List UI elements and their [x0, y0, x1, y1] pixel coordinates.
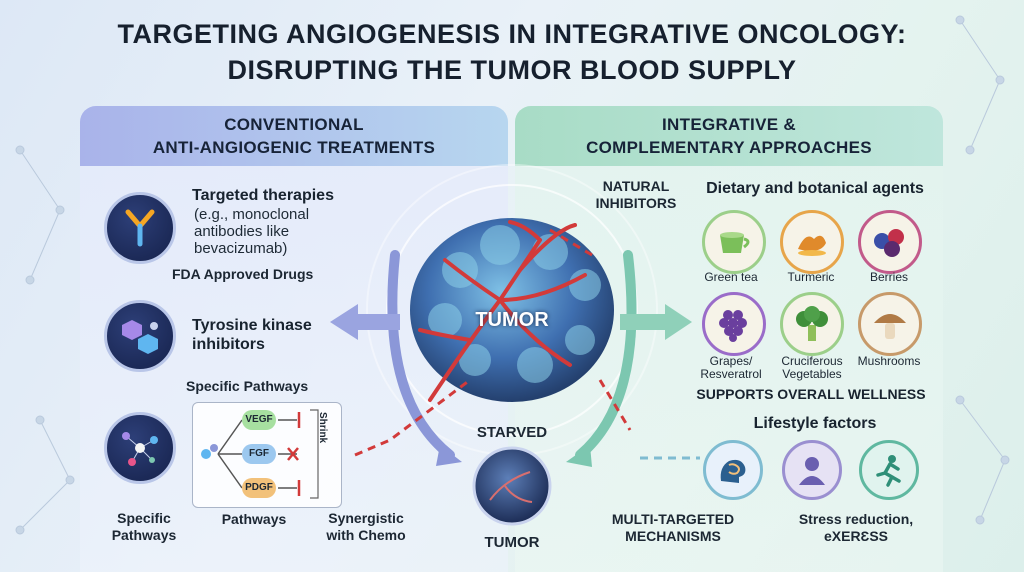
runner-icon	[859, 440, 919, 500]
dietary-title: Dietary and botanical agents	[706, 180, 924, 197]
pathway-connectors	[201, 409, 319, 499]
wellness-caption: SUPPORTS OVERALL WELLNESS	[696, 386, 926, 402]
multi-targeted-line1: MULTI-TARGETED	[611, 511, 735, 527]
pill-vegf: VEGF	[242, 410, 276, 430]
cruciferous-label-line2: Vegetables	[782, 367, 842, 381]
green-tea-label: Green tea	[704, 270, 758, 284]
fda-approved-caption: FDA Approved Drugs	[172, 266, 314, 282]
berries-icon	[858, 210, 922, 274]
targeted-detail-2: antibodies like	[194, 223, 290, 240]
natural-label-line1: NATURAL	[602, 178, 670, 194]
mushroom-icon	[858, 292, 922, 356]
mushrooms-label: Mushrooms	[857, 354, 921, 368]
lifestyle-title: Lifestyle factors	[753, 415, 877, 432]
tki-title-line1: Tyrosine kinase	[192, 317, 312, 334]
targeted-therapies-title: Targeted therapies	[192, 187, 334, 204]
grapes-icon	[702, 292, 766, 356]
grapes-label-line1: Grapes/	[709, 354, 753, 368]
network-icon	[104, 412, 176, 484]
targeted-detail-1: (e.g., monoclonal	[194, 206, 310, 223]
pill-pdgf: PDGF	[242, 478, 276, 498]
cruciferous-label-line1: Cruciferous	[781, 354, 843, 368]
molecule-icon	[104, 300, 176, 372]
berries-label: Berries	[869, 270, 908, 284]
starved-label: STARVED	[476, 424, 548, 441]
tki-title-line2: inhibitors	[192, 336, 265, 353]
stress-line2: eXERƐSS	[823, 528, 889, 544]
conventional-header-line2: ANTI-ANGIOGENIC TREATMENTS	[152, 138, 436, 157]
shrink-label: Shrink	[317, 412, 328, 444]
grapes-label-line2: Resveratrol	[700, 367, 762, 381]
green-tea-icon	[702, 210, 766, 274]
specific-pathways-caption: Specific Pathways	[186, 378, 309, 394]
page-title-line2: DISRUPTING THE TUMOR BLOOD SUPPLY	[227, 55, 797, 85]
antibody-icon	[104, 192, 176, 264]
pill-fgf: FGF	[242, 444, 276, 464]
turmeric-icon	[780, 210, 844, 274]
integrative-header-line1: INTEGRATIVE &	[662, 115, 796, 134]
turmeric-label: Turmeric	[787, 270, 835, 284]
bottom-pathways: Pathways	[221, 511, 287, 527]
bottom-specific-line1: Specific	[117, 510, 171, 526]
page-title-line1: TARGETING ANGIOGENESIS IN INTEGRATIVE ON…	[117, 19, 907, 49]
brain-icon	[703, 440, 763, 500]
natural-label-line2: INHIBITORS	[595, 195, 677, 211]
tumor-label: TUMOR	[475, 309, 549, 331]
bottom-synergy-line2: with Chemo	[326, 527, 406, 543]
conventional-header-line1: CONVENTIONAL	[224, 115, 364, 134]
broccoli-icon	[780, 292, 844, 356]
targeted-detail-3: bevacizumab)	[194, 240, 288, 257]
multi-targeted-line2: MECHANISMS	[625, 528, 721, 544]
person-icon	[782, 440, 842, 500]
bottom-synergy-line1: Synergistic	[328, 510, 404, 526]
conventional-header	[80, 106, 508, 166]
integrative-header-line2: COMPLEMENTARY APPROACHES	[586, 138, 872, 157]
stress-line1: Stress reduction,	[798, 511, 914, 527]
integrative-header	[515, 106, 943, 166]
bottom-specific-line2: Pathways	[111, 527, 177, 543]
small-tumor-label: TUMOR	[484, 534, 540, 551]
